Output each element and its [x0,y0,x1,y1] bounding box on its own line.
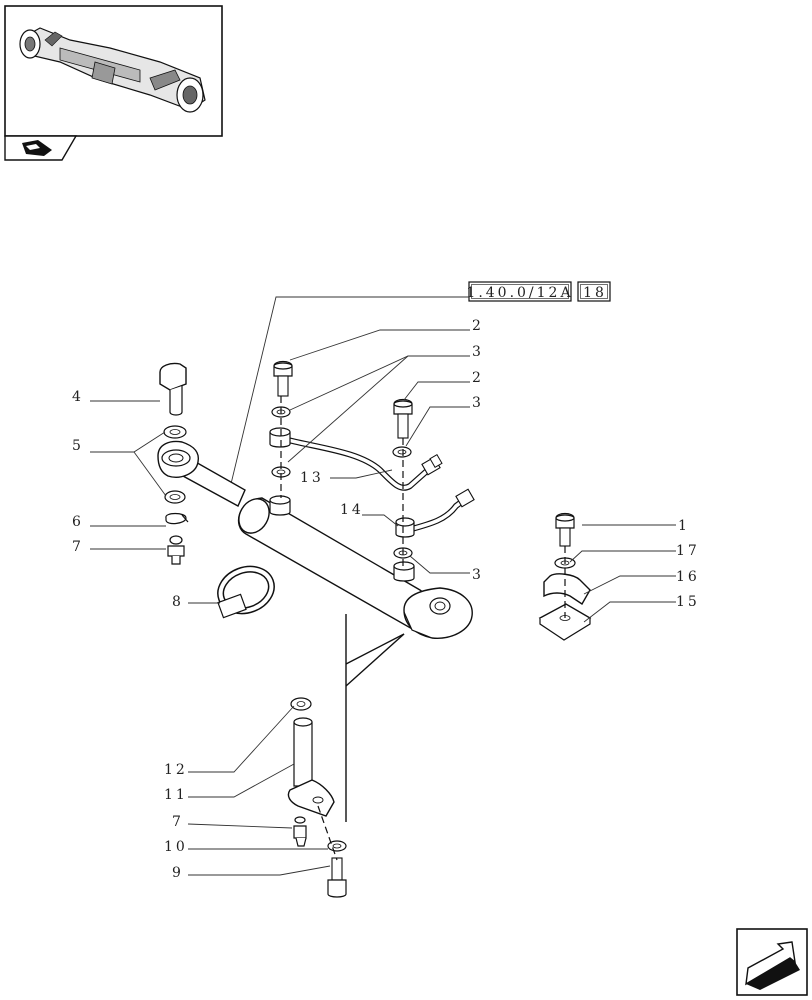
banjo-fitting-13 [269,427,291,448]
callout-3-lower: 3 [472,567,484,583]
callout-10: 10 [164,839,188,855]
callout-7-upper: 7 [72,539,84,555]
callout-2-top: 2 [472,318,484,334]
grease-nipple-7-upper [167,535,185,565]
callout-labels: 1 17 16 15 2 3 2 3 3 4 5 6 7 8 13 14 12 … [72,318,700,881]
callout-13: 13 [300,470,324,486]
bolt-1 [555,512,575,547]
callout-3-top: 3 [472,344,484,360]
callout-17: 17 [676,543,700,559]
axis-lower [317,805,338,861]
plate-15 [538,603,592,641]
reference-code-box[interactable]: 1.40.0/12A [466,281,573,302]
pin-bracket-11 [287,717,335,817]
leader-lines [90,329,676,876]
grease-nipple-7-lower [293,816,307,847]
next-page-button[interactable] [736,928,808,996]
book-navigation-icon [22,140,52,156]
washer-5-lower [164,490,186,504]
hose-clamp-8 [217,565,275,619]
callout-5: 5 [72,438,84,454]
snap-ring-6 [165,512,189,525]
barrel-port-left [269,495,291,516]
front-axle-thumbnail-icon [19,27,206,113]
assembly-reference-marker [345,614,405,822]
reference-leader-line [229,296,469,489]
clamp-half-16 [543,573,591,605]
banjo-bolt-right [393,398,413,439]
axle-thumbnail[interactable] [4,5,223,137]
reference-page: 18 [583,285,607,301]
callout-4: 4 [72,389,84,405]
banjo-fitting-14 [395,517,415,538]
washer-5-upper [163,425,187,439]
callout-15: 15 [676,594,700,610]
barrel-port-right [393,561,415,582]
steering-cylinder [157,440,473,639]
callout-6: 6 [72,514,84,530]
washer-right-upper [392,446,412,458]
pin-4 [159,362,187,416]
reference-code: 1.40.0/12A [466,285,573,301]
callout-12: 12 [164,762,188,778]
callout-11: 11 [164,787,188,803]
banjo-bolt-left [273,360,293,397]
callout-7-lower: 7 [172,814,184,830]
callout-8: 8 [172,594,184,610]
washer-12 [290,697,312,711]
rod-eye [157,440,200,478]
bolt-9 [327,857,347,898]
callout-2-right: 2 [472,370,484,386]
callout-14: 14 [340,502,364,518]
callout-9: 9 [172,865,184,881]
callout-3-right: 3 [472,395,484,411]
next-page-arrow-icon [745,941,800,990]
hydraulic-pipe-14 [407,488,475,533]
callout-16: 16 [676,569,700,585]
cylinder-end-eye [403,587,473,639]
book-navigation-tab[interactable] [4,135,78,161]
callout-1: 1 [678,518,690,534]
reference-page-box[interactable]: 18 [577,281,611,302]
